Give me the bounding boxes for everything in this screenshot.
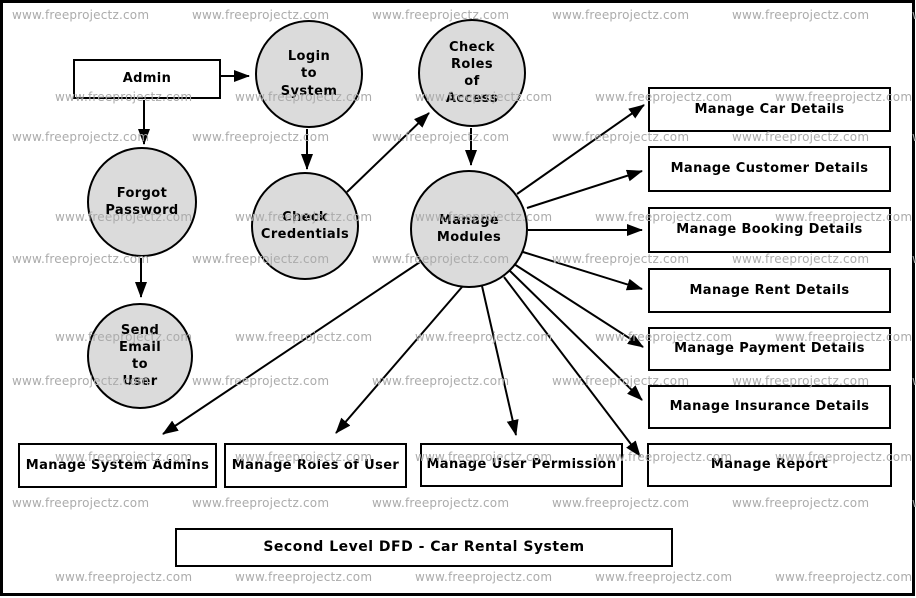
store-manage-report: Manage Report <box>647 443 892 487</box>
edge-manage-modules-to-manage-payment <box>513 263 644 348</box>
node-label: Manage Insurance Details <box>669 399 870 415</box>
edge-manage-modules-to-manage-roles-of-user <box>335 286 463 434</box>
store-manage-system-admins: Manage System Admins <box>18 443 217 488</box>
store-manage-customer: Manage Customer Details <box>648 146 891 192</box>
node-label: Manage Payment Details <box>674 341 865 357</box>
node-label: Forgot Password <box>105 185 179 218</box>
diagram-title-box: Second Level DFD - Car Rental System <box>175 528 673 567</box>
node-label: Manage Report <box>710 457 829 473</box>
node-label: Manage Booking Details <box>676 222 863 238</box>
node-label: Manage Modules <box>436 212 502 245</box>
node-label: Manage Rent Details <box>689 282 850 298</box>
process-send-email: Send Email to User <box>87 303 193 409</box>
node-label: Manage System Admins <box>25 457 210 473</box>
edge-manage-modules-to-manage-insurance <box>509 270 643 401</box>
process-check-credentials: Check Credentials <box>251 172 359 280</box>
diagram-title: Second Level DFD - Car Rental System <box>263 539 585 556</box>
process-manage-modules: Manage Modules <box>410 170 528 288</box>
edge-manage-modules-to-manage-car <box>516 104 645 195</box>
node-label: Admin <box>122 71 172 87</box>
edge-manage-modules-to-manage-system-admins <box>162 261 421 435</box>
store-manage-roles-of-user: Manage Roles of User <box>224 443 407 488</box>
node-label: Manage Customer Details <box>670 161 869 177</box>
store-manage-rent: Manage Rent Details <box>648 268 891 313</box>
store-manage-insurance: Manage Insurance Details <box>648 385 891 429</box>
edge-manage-modules-to-manage-customer <box>526 169 643 209</box>
node-label: Manage Roles of User <box>231 457 400 473</box>
edge-check-credentials-to-check-roles <box>346 112 430 193</box>
store-manage-car: Manage Car Details <box>648 87 891 132</box>
node-label: Check Roles of Access <box>445 39 499 107</box>
store-manage-booking: Manage Booking Details <box>648 207 891 253</box>
node-label: Send Email to User <box>118 322 162 390</box>
edge-manage-modules-to-manage-report <box>503 276 641 457</box>
process-check-roles: Check Roles of Access <box>418 19 526 127</box>
node-label: Manage User Permission <box>426 457 617 473</box>
process-login: Login to System <box>255 20 363 128</box>
node-label: Login to System <box>280 49 338 99</box>
entity-admin: Admin <box>73 59 221 99</box>
node-label: Check Credentials <box>260 209 350 242</box>
store-manage-user-permission: Manage User Permission <box>420 443 623 487</box>
node-label: Manage Car Details <box>694 101 845 117</box>
store-manage-payment: Manage Payment Details <box>648 327 891 371</box>
process-forgot-password: Forgot Password <box>87 147 197 257</box>
edge-manage-modules-to-manage-rent <box>522 251 643 291</box>
edge-manage-modules-to-manage-user-permission <box>481 285 519 436</box>
